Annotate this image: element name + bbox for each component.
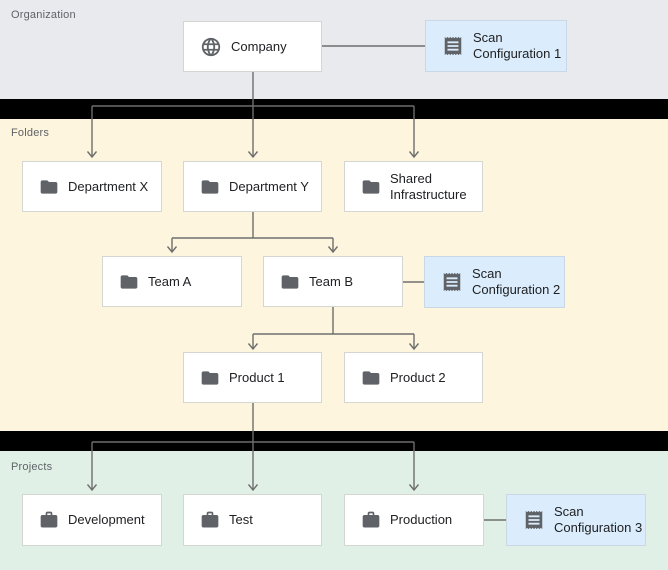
node-company: Company	[183, 21, 322, 72]
folder-icon	[39, 177, 59, 197]
node-label: Team B	[309, 273, 354, 289]
section-label-folders: Folders	[11, 127, 50, 139]
folder-icon	[361, 368, 381, 388]
node-label: Development	[68, 512, 145, 527]
node-label: Company	[231, 38, 287, 54]
folder-icon	[119, 272, 139, 292]
node-label: Scan Configuration 2	[472, 266, 561, 297]
node-team-a: Team A	[102, 256, 242, 307]
receipt-icon	[442, 35, 464, 57]
divider-bar-bottom	[0, 431, 668, 451]
node-label: Department X	[68, 178, 149, 194]
briefcase-icon	[200, 510, 220, 530]
node-scan-configuration-1: Scan Configuration 1	[425, 20, 567, 72]
briefcase-icon	[39, 510, 59, 530]
node-label: Product 1	[229, 369, 285, 385]
node-product-2: Product 2	[344, 352, 483, 403]
folder-icon	[200, 368, 220, 388]
node-scan-configuration-3: Scan Configuration 3	[506, 494, 646, 546]
section-organization	[0, 0, 668, 99]
node-label: Scan Configuration 1	[473, 30, 562, 61]
node-test: Test	[183, 494, 322, 546]
folder-icon	[200, 177, 220, 197]
receipt-icon	[441, 271, 463, 293]
folder-icon	[361, 177, 381, 197]
node-development: Development	[22, 494, 162, 546]
node-product-1: Product 1	[183, 352, 322, 403]
node-production: Production	[344, 494, 484, 546]
node-label: Shared Infrastructure	[390, 170, 467, 202]
node-label: Test	[229, 512, 253, 527]
briefcase-icon	[361, 510, 381, 530]
node-label: Product 2	[390, 369, 446, 385]
node-team-b: Team B	[263, 256, 403, 307]
folder-icon	[280, 272, 300, 292]
receipt-icon	[523, 509, 545, 531]
node-label: Team A	[148, 273, 192, 289]
node-scan-configuration-2: Scan Configuration 2	[424, 256, 565, 308]
node-label: Department Y	[229, 178, 309, 194]
node-label: Production	[390, 512, 453, 527]
node-department-x: Department X	[22, 161, 162, 212]
divider-bar-top	[0, 99, 668, 119]
node-shared-infrastructure: Shared Infrastructure	[344, 161, 483, 212]
node-department-y: Department Y	[183, 161, 322, 212]
section-label-organization: Organization	[11, 9, 76, 21]
globe-icon	[200, 36, 222, 58]
node-label: Scan Configuration 3	[554, 504, 643, 535]
section-label-projects: Projects	[11, 461, 53, 473]
